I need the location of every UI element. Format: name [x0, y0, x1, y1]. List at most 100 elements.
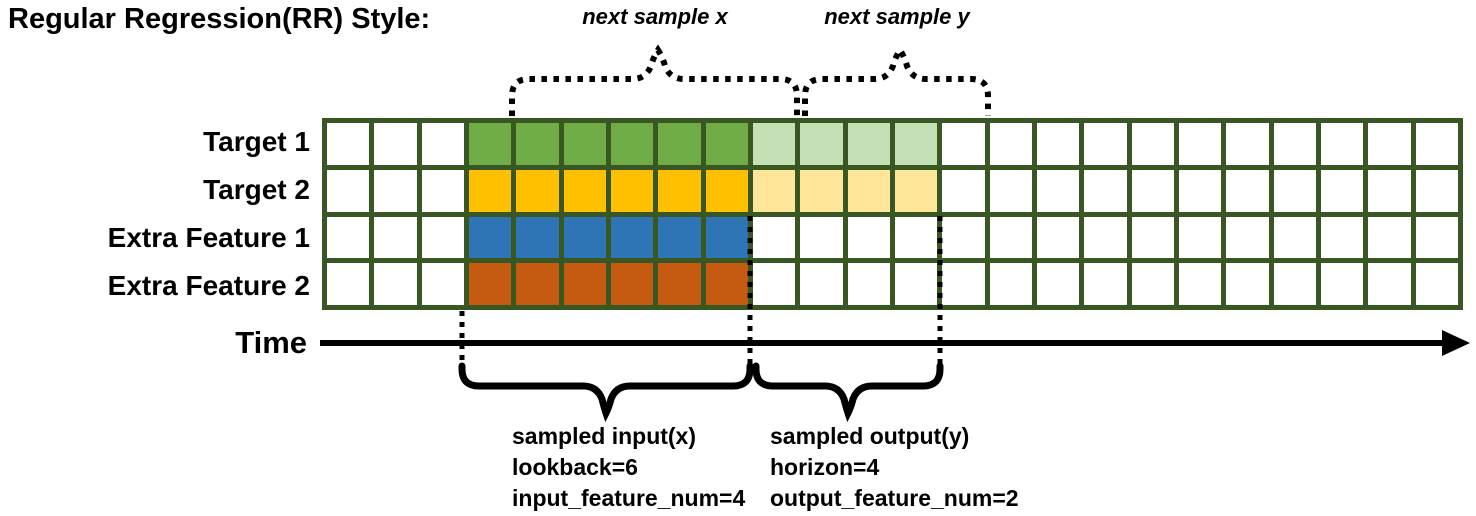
grid-cell — [847, 216, 890, 259]
grid-cell — [610, 216, 654, 259]
grid-cell — [1178, 263, 1222, 305]
sampled-input-callout: sampled input(x) lookback=6 input_featur… — [512, 421, 745, 514]
row-label: Extra Feature 1 — [107, 222, 310, 253]
grid-cell — [1178, 123, 1222, 165]
grid — [322, 118, 1463, 310]
grid-cell — [1036, 123, 1080, 165]
lookback-line: lookback=6 — [512, 454, 638, 480]
grid-cell — [327, 263, 370, 305]
grid-cell — [563, 123, 606, 165]
grid-cell — [800, 263, 843, 305]
grid-cell — [847, 263, 890, 305]
grid-cell — [1415, 216, 1458, 259]
grid-cell — [1131, 263, 1174, 305]
grid-cell — [1368, 169, 1411, 212]
grid-cell — [374, 123, 417, 165]
grid-cell — [942, 123, 985, 165]
grid-cell — [1368, 263, 1411, 305]
grid-cell — [468, 169, 512, 212]
time-axis-arrowhead — [1442, 330, 1470, 356]
grid-cell — [1273, 123, 1316, 165]
grid-cell — [516, 169, 559, 212]
grid-cell — [1415, 169, 1458, 212]
grid-cell — [705, 123, 748, 165]
grid-cell — [468, 263, 512, 305]
grid-cell — [894, 216, 938, 259]
grid-cell — [658, 123, 701, 165]
grid-cell — [1131, 216, 1174, 259]
grid-cell — [610, 169, 654, 212]
grid-cell — [1226, 123, 1269, 165]
grid-cell — [752, 123, 796, 165]
grid-cell — [989, 263, 1032, 305]
grid-cell — [1368, 216, 1411, 259]
grid-cell — [847, 123, 890, 165]
grid-cell — [1320, 216, 1364, 259]
grid-cell — [1320, 123, 1364, 165]
next-sample-y-brace — [802, 44, 991, 116]
sampled-output-callout: sampled output(y) horizon=4 output_featu… — [770, 421, 1019, 514]
grid-cell — [942, 169, 985, 212]
grid-cell — [1415, 123, 1458, 165]
grid-cell — [1320, 263, 1364, 305]
grid-cell — [800, 169, 843, 212]
grid-cell — [942, 216, 985, 259]
grid-cell — [1084, 263, 1127, 305]
row-label: Extra Feature 2 — [107, 270, 310, 301]
grid-cell — [989, 123, 1032, 165]
grid-cell — [468, 123, 512, 165]
grid-cell — [327, 123, 370, 165]
grid-cell — [800, 123, 843, 165]
horizon-line: horizon=4 — [770, 454, 880, 480]
next-sample-y-label: next sample y — [824, 4, 970, 29]
grid-cell — [374, 263, 417, 305]
grid-cell — [327, 216, 370, 259]
row-label: Target 1 — [203, 126, 310, 157]
grid-cell — [563, 263, 606, 305]
grid-cell — [1036, 169, 1080, 212]
grid-cell — [1226, 169, 1269, 212]
grid-cell — [989, 216, 1032, 259]
next-sample-x-brace — [509, 44, 800, 116]
grid-cell — [374, 216, 417, 259]
grid-cell — [1273, 263, 1316, 305]
grid-cell — [468, 216, 512, 259]
grid-cell — [327, 169, 370, 212]
grid-cell — [894, 169, 938, 212]
grid-cell — [610, 263, 654, 305]
grid-cell — [752, 169, 796, 212]
grid-cell — [1415, 263, 1458, 305]
grid-cell — [1084, 216, 1127, 259]
grid-cell — [705, 216, 748, 259]
grid-cell — [1178, 169, 1222, 212]
grid-cell — [847, 169, 890, 212]
grid-cell — [658, 263, 701, 305]
grid-cell — [1320, 169, 1364, 212]
grid-cell — [942, 263, 985, 305]
grid-cell — [374, 169, 417, 212]
grid-cell — [421, 123, 464, 165]
grid-cell — [1178, 216, 1222, 259]
grid-cell — [705, 263, 748, 305]
grid-cell — [1131, 123, 1174, 165]
row-label: Target 2 — [203, 174, 310, 205]
grid-cell — [989, 169, 1032, 212]
grid-cell — [1036, 216, 1080, 259]
grid-cell — [1084, 169, 1127, 212]
grid-cell — [894, 123, 938, 165]
grid-cell — [421, 216, 464, 259]
grid-cell — [1084, 123, 1127, 165]
grid-cell — [563, 169, 606, 212]
sampled-output-line: sampled output(y) — [770, 423, 970, 449]
grid-cell — [516, 216, 559, 259]
grid-cell — [800, 216, 843, 259]
grid-cell — [421, 263, 464, 305]
grid-cell — [752, 263, 796, 305]
grid-cell — [1273, 216, 1316, 259]
sampled-input-brace — [458, 362, 754, 423]
grid-cell — [1368, 123, 1411, 165]
sampled-output-brace — [752, 362, 944, 423]
grid-cell — [752, 216, 796, 259]
grid-cell — [421, 169, 464, 212]
grid-cell — [516, 263, 559, 305]
